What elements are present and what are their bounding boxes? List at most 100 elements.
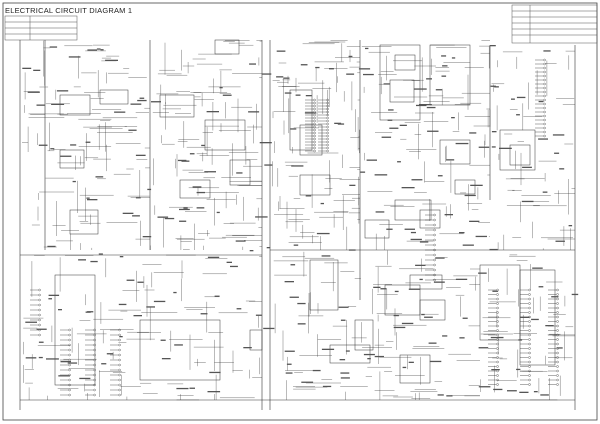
label-mark [410, 231, 416, 234]
pin-terminal [38, 293, 41, 297]
pin-terminal [68, 338, 71, 342]
pin-terminal [556, 324, 559, 328]
pin-terminal [313, 125, 316, 129]
wiring [22, 40, 575, 401]
label-mark [516, 96, 526, 99]
pin-terminal [433, 273, 436, 277]
label-mark [429, 360, 442, 363]
pin-terminal [556, 342, 559, 346]
label-mark [489, 248, 498, 251]
label-mark [236, 308, 242, 310]
pin-terminal [326, 104, 329, 108]
label-mark [305, 95, 312, 97]
label-mark [249, 250, 254, 252]
label-mark [451, 57, 456, 59]
pin-terminal [313, 146, 316, 150]
component [499, 129, 536, 171]
label-mark [68, 56, 81, 58]
pin-terminal [68, 328, 71, 332]
label-mark [133, 315, 142, 317]
pin-terminal [433, 263, 436, 267]
label-mark [519, 391, 529, 393]
pin-terminal [118, 348, 121, 352]
label-mark [494, 86, 499, 88]
label-mark [183, 207, 188, 209]
label-mark [389, 127, 399, 129]
component [439, 139, 471, 165]
pin-terminal [556, 302, 559, 305]
label-mark [419, 241, 429, 243]
label-mark [130, 103, 142, 105]
label-mark [87, 49, 97, 51]
label-mark [428, 342, 437, 344]
label-mark [25, 357, 37, 359]
pin-terminal [118, 333, 121, 337]
label-mark [200, 313, 208, 315]
pin-terminal [433, 213, 436, 217]
label-mark [499, 147, 512, 149]
label-mark [100, 49, 104, 51]
label-mark [36, 104, 45, 106]
pin-terminal [326, 113, 329, 117]
label-mark [85, 311, 91, 313]
pin-terminal [496, 383, 499, 386]
label-mark [255, 216, 268, 218]
pin-terminal [93, 338, 96, 342]
pin-terminal [118, 353, 121, 357]
pin-terminal [118, 388, 121, 392]
label-mark [374, 355, 384, 358]
label-mark [491, 146, 496, 148]
label-mark [219, 87, 223, 89]
pin-terminal [543, 102, 546, 106]
pin-terminal [496, 297, 499, 301]
pin-terminal [118, 358, 121, 362]
component [289, 89, 313, 151]
pin-terminal [543, 114, 546, 118]
pin-terminal [93, 328, 96, 332]
pin-terminal [543, 134, 546, 138]
pin-terminal [93, 378, 96, 382]
label-mark [114, 111, 126, 113]
label-mark [410, 238, 422, 241]
label-mark [48, 298, 52, 300]
label-mark [394, 290, 399, 293]
label-mark [47, 245, 56, 248]
component [394, 54, 416, 71]
pin-terminal [93, 348, 96, 352]
pin-terminal [313, 101, 316, 105]
label-mark [315, 66, 320, 69]
label-mark [469, 132, 477, 134]
label-mark [266, 247, 271, 249]
pin-terminal [543, 106, 546, 110]
label-mark [181, 160, 190, 162]
label-mark [538, 138, 548, 140]
pin-terminal [313, 131, 316, 135]
pin-terminal [543, 122, 546, 126]
label-mark [455, 278, 468, 280]
component [419, 209, 441, 229]
label-mark [196, 191, 205, 194]
label-mark [346, 73, 355, 75]
label-mark [491, 369, 500, 371]
pin-terminal [528, 311, 531, 314]
label-mark [255, 314, 262, 316]
pin-terminal [38, 333, 41, 337]
label-mark [363, 353, 375, 356]
label-mark [151, 101, 161, 103]
pin-terminal [433, 243, 436, 247]
pin-terminal [326, 146, 329, 150]
pin-terminal [118, 373, 121, 377]
label-mark [300, 64, 308, 66]
label-mark [179, 208, 190, 211]
label-mark [58, 375, 70, 377]
pin-terminal [543, 86, 546, 90]
label-mark [293, 244, 299, 246]
label-mark [408, 288, 421, 290]
label-mark [173, 291, 177, 294]
label-mark [70, 144, 77, 146]
pin-terminal [313, 122, 316, 126]
label-mark [490, 336, 504, 339]
label-mark [305, 195, 312, 197]
connector-ladders [30, 58, 559, 397]
